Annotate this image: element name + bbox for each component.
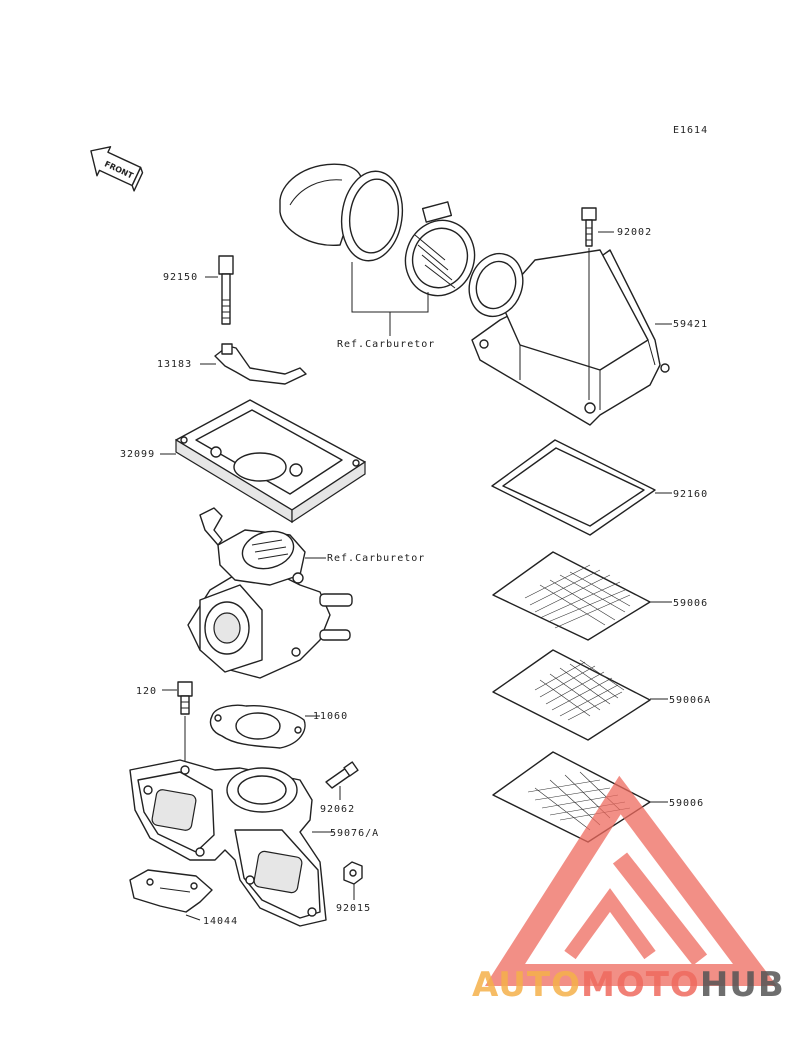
bracket-14044 [129, 869, 213, 913]
intake-manifold [129, 759, 327, 927]
watermark-auto: AUTO [472, 965, 581, 1005]
label-59006-lower: 59006 [669, 798, 704, 809]
label-ref-carburetor-mid: Ref.Carburetor [327, 553, 425, 564]
label-92150: 92150 [163, 272, 198, 283]
label-92062: 92062 [320, 804, 355, 815]
label-92002: 92002 [617, 227, 652, 238]
label-92160: 92160 [673, 489, 708, 500]
watermark-brand: AUTOMOTOHUB [472, 965, 785, 1005]
diagram-code: E1614 [673, 125, 708, 136]
label-59006A: 59006A [669, 695, 711, 706]
label-59076: 59076/A [330, 828, 379, 839]
label-120: 120 [136, 686, 157, 697]
air-box-cover [468, 249, 670, 426]
label-ref-carburetor-top: Ref.Carburetor [337, 339, 435, 350]
screen-59006-upper [492, 551, 651, 641]
hose-clamp [404, 201, 476, 297]
gasket-92160 [491, 439, 656, 536]
front-arrow-icon: FRONT [90, 146, 144, 192]
screen-59006A [492, 649, 651, 741]
base-plate-32099 [175, 399, 366, 524]
bolt-92002 [581, 207, 597, 247]
watermark-logo-icon [484, 775, 777, 986]
stud-92062 [325, 761, 359, 789]
label-32099: 32099 [120, 449, 155, 460]
label-11060: 11060 [313, 711, 348, 722]
bolt-120 [177, 681, 193, 715]
bolt-92150 [218, 255, 234, 325]
gasket-11060 [209, 704, 306, 749]
label-59421: 59421 [673, 319, 708, 330]
carburetor [187, 507, 353, 679]
watermark-moto: MOTO [581, 965, 700, 1005]
intake-elbow [279, 163, 404, 262]
label-14044: 14044 [203, 916, 238, 927]
label-13183: 13183 [157, 359, 192, 370]
label-59006-upper: 59006 [673, 598, 708, 609]
label-92015: 92015 [336, 903, 371, 914]
nut-92015 [343, 861, 363, 885]
watermark-hub: HUB [700, 965, 785, 1005]
bracket-13183 [214, 343, 307, 385]
